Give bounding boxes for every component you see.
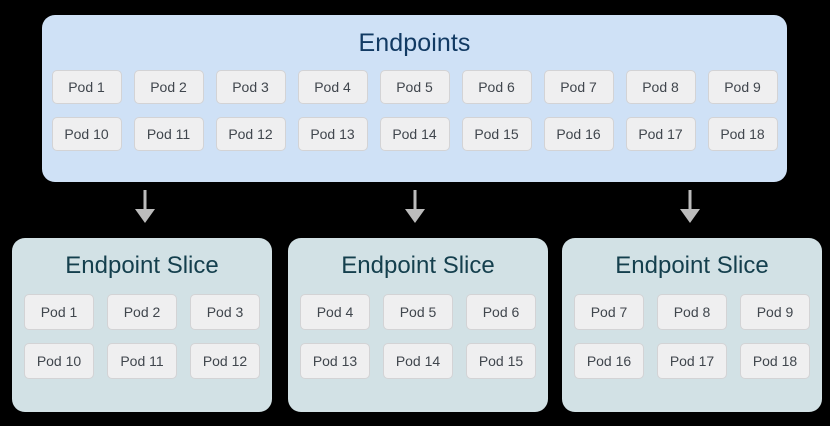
endpoints-pod-row-2: Pod 10 Pod 11 Pod 12 Pod 13 Pod 14 Pod 1…	[51, 116, 778, 151]
slice-pod-row-2: Pod 13 Pod 14 Pod 15	[300, 342, 536, 379]
arrow-down-icon	[673, 190, 707, 224]
slice-pod-row-1: Pod 4 Pod 5 Pod 6	[300, 293, 536, 330]
pod-chip: Pod 10	[24, 342, 94, 379]
endpoints-panel: Endpoints Pod 1 Pod 2 Pod 3 Pod 4 Pod 5 …	[42, 15, 787, 182]
pod-chip: Pod 4	[300, 293, 370, 330]
pod-chip: Pod 18	[740, 342, 810, 379]
pod-chip: Pod 8	[657, 293, 727, 330]
pod-chip: Pod 13	[300, 342, 370, 379]
slice-pod-row-2: Pod 10 Pod 11 Pod 12	[24, 342, 260, 379]
endpoint-slice-title: Endpoint Slice	[65, 252, 219, 279]
pod-chip: Pod 3	[215, 69, 286, 104]
endpoints-title: Endpoints	[358, 29, 471, 57]
pod-chip: Pod 18	[707, 116, 778, 151]
pod-chip: Pod 17	[657, 342, 727, 379]
pod-chip: Pod 1	[51, 69, 122, 104]
slice-pod-row-1: Pod 1 Pod 2 Pod 3	[24, 293, 260, 330]
pod-chip: Pod 9	[740, 293, 810, 330]
endpoints-pod-row-1: Pod 1 Pod 2 Pod 3 Pod 4 Pod 5 Pod 6 Pod …	[51, 69, 778, 104]
pod-chip: Pod 6	[466, 293, 536, 330]
pod-chip: Pod 6	[461, 69, 532, 104]
endpoint-slice-panel-3: Endpoint Slice Pod 7 Pod 8 Pod 9 Pod 16 …	[562, 238, 822, 412]
slice-pod-row-1: Pod 7 Pod 8 Pod 9	[574, 293, 810, 330]
pod-chip: Pod 13	[297, 116, 368, 151]
pod-chip: Pod 14	[383, 342, 453, 379]
pod-chip: Pod 15	[466, 342, 536, 379]
pod-chip: Pod 15	[461, 116, 532, 151]
pod-chip: Pod 11	[133, 116, 204, 151]
arrow-down-icon	[398, 190, 432, 224]
pod-chip: Pod 1	[24, 293, 94, 330]
pod-chip: Pod 16	[574, 342, 644, 379]
pod-chip: Pod 12	[215, 116, 286, 151]
pod-chip: Pod 7	[574, 293, 644, 330]
pod-chip: Pod 2	[107, 293, 177, 330]
pod-chip: Pod 17	[625, 116, 696, 151]
pod-chip: Pod 9	[707, 69, 778, 104]
pod-chip: Pod 14	[379, 116, 450, 151]
pod-chip: Pod 5	[379, 69, 450, 104]
pod-chip: Pod 7	[543, 69, 614, 104]
endpoint-slice-panel-2: Endpoint Slice Pod 4 Pod 5 Pod 6 Pod 13 …	[288, 238, 548, 412]
endpoint-slice-title: Endpoint Slice	[615, 252, 769, 279]
pod-chip: Pod 8	[625, 69, 696, 104]
endpoint-slice-title: Endpoint Slice	[341, 252, 495, 279]
pod-chip: Pod 16	[543, 116, 614, 151]
pod-chip: Pod 12	[190, 342, 260, 379]
pod-chip: Pod 2	[133, 69, 204, 104]
pod-chip: Pod 3	[190, 293, 260, 330]
pod-chip: Pod 5	[383, 293, 453, 330]
endpoint-slice-panel-1: Endpoint Slice Pod 1 Pod 2 Pod 3 Pod 10 …	[12, 238, 272, 412]
pod-chip: Pod 11	[107, 342, 177, 379]
pod-chip: Pod 4	[297, 69, 368, 104]
pod-chip: Pod 10	[51, 116, 122, 151]
arrow-down-icon	[128, 190, 162, 224]
slice-pod-row-2: Pod 16 Pod 17 Pod 18	[574, 342, 810, 379]
